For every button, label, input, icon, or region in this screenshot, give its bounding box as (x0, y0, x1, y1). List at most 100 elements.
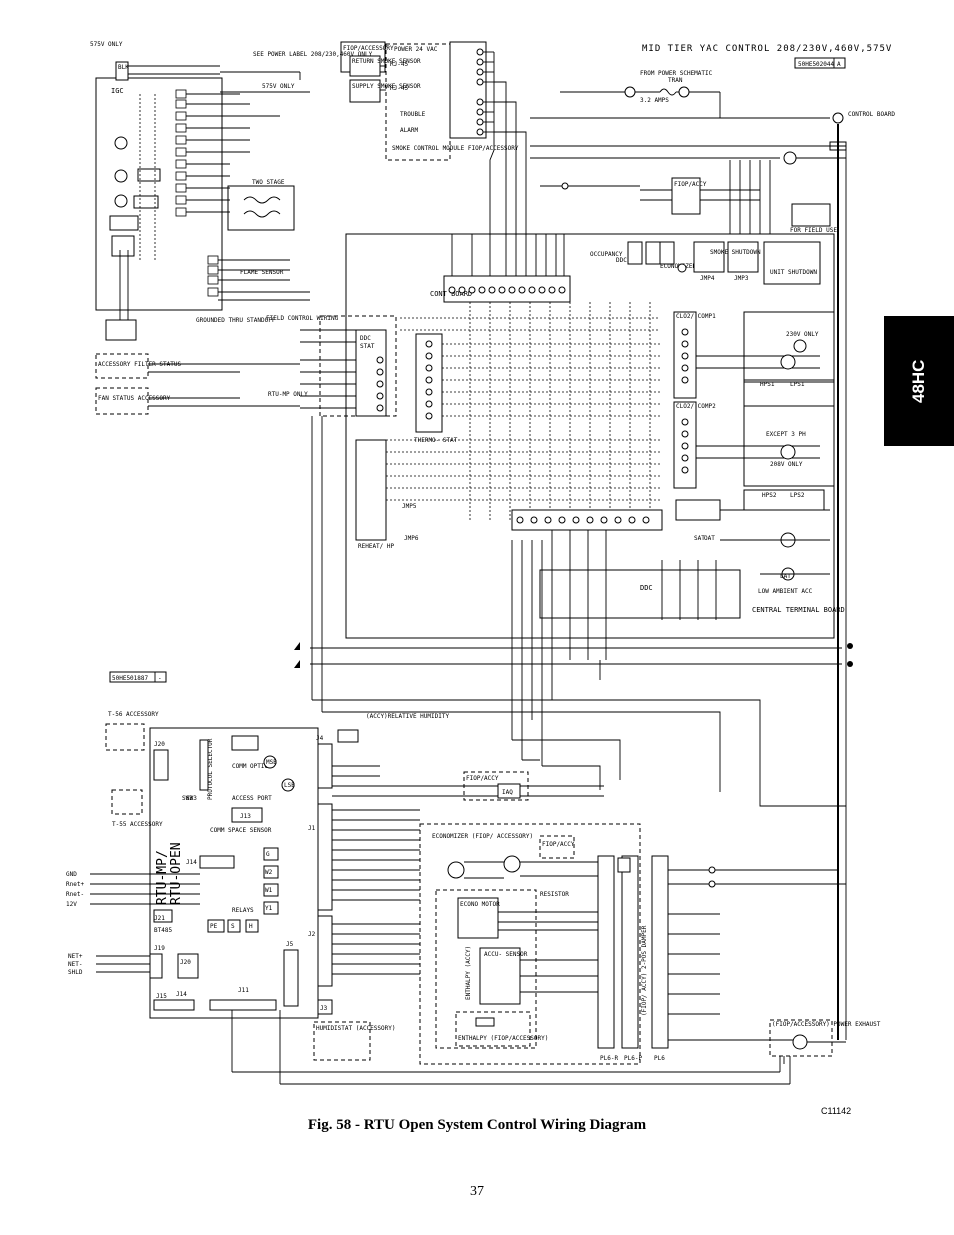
svg-text:GROUNDED THRU STANDOFF: GROUNDED THRU STANDOFF (196, 317, 276, 324)
svg-text:Rnet-: Rnet- (66, 891, 84, 898)
igc-board: IGC BLK (95, 61, 310, 341)
sensor-connections: T-56 ACCESSORY J20 T-55 ACCESSORY GND Rn… (66, 711, 200, 976)
svg-text:J3: J3 (320, 1005, 328, 1012)
svg-text:FLAME SENSOR: FLAME SENSOR (240, 269, 284, 276)
svg-text:LAT: LAT (780, 573, 791, 580)
svg-text:RJ-45: RJ-45 (390, 85, 408, 92)
central-terminal-board: DDC CENTRAL TERMINAL BOARD (539, 530, 845, 660)
svg-text:IAQ: IAQ (502, 789, 513, 796)
svg-text:OCCUPANCY: OCCUPANCY (590, 251, 623, 258)
svg-text:T-55 ACCESSORY: T-55 ACCESSORY (112, 821, 163, 828)
svg-text:PL6-R: PL6-R (600, 1055, 618, 1062)
svg-text:HPS2: HPS2 (762, 492, 777, 499)
board-internal-wiring (386, 302, 660, 520)
svg-text:J15: J15 (156, 993, 167, 1000)
svg-text:W2: W2 (265, 869, 273, 876)
svg-text:RJ-45: RJ-45 (390, 61, 408, 68)
svg-text:ALARM: ALARM (400, 127, 418, 134)
doc-rev-bottom: - (158, 675, 162, 682)
fan-relay-section: FIOP/ACCY FOR FIELD USE (540, 160, 837, 234)
sat-oat-strip: SAT OAT LAT LOW AMBIENT ACC (511, 499, 830, 595)
doc-number-bottom-box (109, 671, 167, 683)
svg-text:SHLD: SHLD (68, 969, 83, 976)
label-575v-only-2: 575V ONLY (262, 83, 295, 90)
svg-text:DDC: DDC (640, 584, 653, 592)
svg-text:230V ONLY: 230V ONLY (786, 331, 819, 338)
svg-text:LPS2: LPS2 (790, 492, 805, 499)
svg-text:PE: PE (210, 923, 218, 930)
svg-text:REHEAT/ HP: REHEAT/ HP (358, 543, 395, 550)
section-tab: 48HC (884, 316, 954, 446)
j1-wiring (332, 809, 420, 975)
svg-text:CONT BOARD: CONT BOARD (430, 290, 472, 298)
svg-text:HUMIDISTAT (ACCESSORY): HUMIDISTAT (ACCESSORY) (316, 1025, 395, 1032)
power-exhaust: (FIOP/ACCESSORY) POWER EXHAUST (760, 1019, 881, 1064)
svg-text:Rnet+: Rnet+ (66, 881, 84, 888)
svg-text:FOR FIELD USE: FOR FIELD USE (790, 227, 837, 234)
svg-text:ACCESSORY FILTER STATUS: ACCESSORY FILTER STATUS (98, 361, 181, 368)
svg-text:BT485: BT485 (154, 927, 172, 934)
doc-number-bottom: 50HE501887 (112, 675, 149, 682)
svg-text:3.2 AMPS: 3.2 AMPS (640, 97, 669, 104)
jumper-blocks: OCCUPANCY DDC ECONOMIZER JMP4 JMP3 SMOKE… (590, 241, 821, 285)
figure-caption: Fig. 58 - RTU Open System Control Wiring… (307, 1117, 647, 1133)
svg-text:FIOP/ACCY: FIOP/ACCY (542, 841, 575, 848)
diagram-title: MID TIER YAC CONTROL 208/230V,460V,575V (642, 44, 892, 54)
svg-text:Y1: Y1 (265, 905, 273, 912)
svg-text:LPS1: LPS1 (790, 381, 805, 388)
svg-text:FAN STATUS ACCESSORY: FAN STATUS ACCESSORY (98, 395, 171, 402)
svg-text:JMP3: JMP3 (734, 275, 749, 282)
trunk-wires (311, 416, 846, 807)
svg-text:JMP6: JMP6 (404, 535, 419, 542)
rtu-mp-label: RTU-MP/ (155, 850, 170, 905)
svg-text:JMP4: JMP4 (700, 275, 715, 282)
wire-breaks (294, 642, 853, 668)
svg-text:DDC: DDC (360, 335, 371, 342)
svg-text:FIELD CONTROL WIRING: FIELD CONTROL WIRING (266, 315, 339, 322)
svg-text:T-56 ACCESSORY: T-56 ACCESSORY (108, 711, 159, 718)
svg-text:EXCEPT 3 PH: EXCEPT 3 PH (766, 431, 806, 438)
svg-text:SUPPLY SMOKE SENSOR: SUPPLY SMOKE SENSOR (352, 83, 421, 90)
svg-text:NET+: NET+ (68, 953, 83, 960)
section-tab-label: 48HC (909, 359, 928, 403)
svg-text:UNIT SHUTDOWN: UNIT SHUTDOWN (770, 269, 817, 276)
svg-text:12V: 12V (66, 901, 77, 908)
doc-number-box (794, 57, 846, 69)
svg-text:TWO STAGE: TWO STAGE (252, 179, 285, 186)
svg-text:J4: J4 (316, 735, 324, 742)
svg-text:J21: J21 (154, 915, 165, 922)
svg-text:BLK: BLK (118, 64, 129, 71)
svg-text:TRAN: TRAN (668, 77, 683, 84)
page-number: 37 (470, 1184, 484, 1199)
svg-text:CONTROL BOARD: CONTROL BOARD (848, 111, 895, 118)
svg-text:FROM POWER SCHEMATIC: FROM POWER SCHEMATIC (640, 70, 713, 77)
svg-text:OAT: OAT (704, 535, 715, 542)
igc-pins (175, 89, 187, 217)
svg-text:FIOP/ACCESSORY: FIOP/ACCESSORY (343, 45, 394, 52)
svg-text:SAT: SAT (694, 535, 705, 542)
svg-text:SW3: SW3 (182, 795, 193, 802)
svg-text:LOW AMBIENT ACC: LOW AMBIENT ACC (758, 588, 813, 595)
svg-text:ACCU- SENSOR: ACCU- SENSOR (484, 951, 528, 958)
svg-text:ACCESS PORT: ACCESS PORT (232, 795, 272, 802)
doc-number-top: 50HE502044 (798, 61, 835, 68)
svg-text:(FIOP/ACCESSORY) POWER EXHAUST: (FIOP/ACCESSORY) POWER EXHAUST (772, 1021, 881, 1028)
svg-text:J13: J13 (240, 813, 251, 820)
svg-text:MSB: MSB (266, 759, 277, 766)
svg-text:J11: J11 (238, 987, 249, 994)
svg-text:HPS1: HPS1 (760, 381, 775, 388)
svg-text:RTU-MP ONLY: RTU-MP ONLY (268, 391, 308, 398)
svg-text:J2: J2 (308, 931, 316, 938)
svg-text:SMOKE SHUTDOWN: SMOKE SHUTDOWN (710, 249, 761, 256)
svg-text:POWER 24 VAC: POWER 24 VAC (394, 46, 438, 53)
svg-text:TROUBLE: TROUBLE (400, 111, 426, 118)
humidistat: HUMIDISTAT (ACCESSORY) (231, 1010, 791, 1085)
svg-text:DDC: DDC (616, 257, 627, 264)
svg-text:ECONOMIZER (FIOP/ ACCESSORY): ECONOMIZER (FIOP/ ACCESSORY) (432, 833, 533, 840)
svg-text:SW3: SW3 (186, 795, 197, 802)
figure-code: C11142 (821, 1106, 852, 1116)
svg-text:(FIOP/ ACCY) 2-POS DAMPER: (FIOP/ ACCY) 2-POS DAMPER (641, 925, 648, 1016)
svg-text:FIOP/ACCY: FIOP/ACCY (466, 775, 499, 782)
svg-text:J14: J14 (176, 991, 187, 998)
svg-text:COMM SPACE SENSOR: COMM SPACE SENSOR (210, 827, 272, 834)
